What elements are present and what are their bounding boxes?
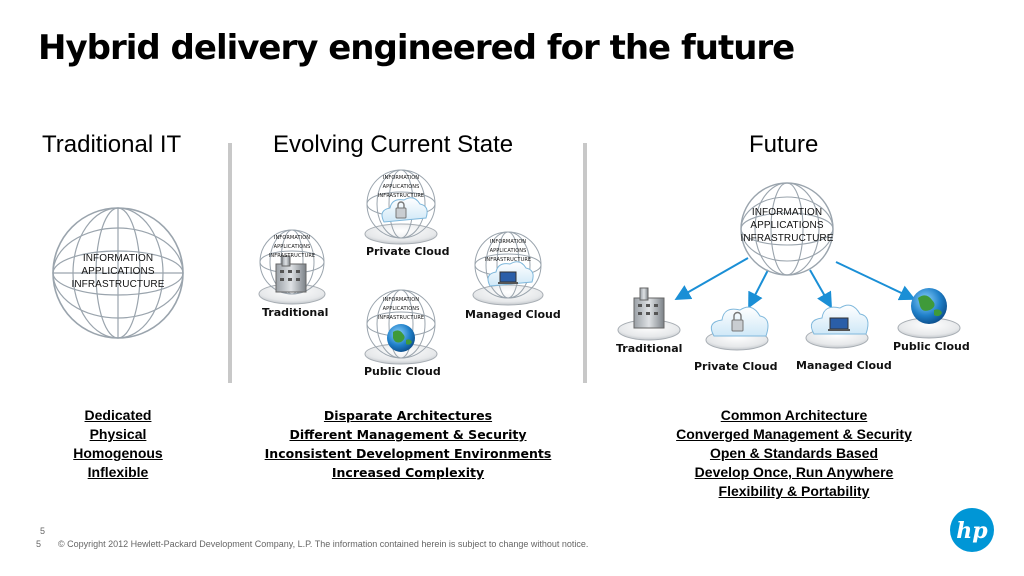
page-number-bottom: 5 bbox=[36, 539, 42, 549]
private-cloud-globe: INFORMATION APPLICATIONS INFRASTRUCTURE bbox=[362, 168, 440, 246]
private-cloud-icon bbox=[364, 169, 438, 245]
future-attributes-list: Common Architecture Converged Management… bbox=[634, 406, 954, 501]
building-icon bbox=[258, 229, 326, 305]
globe-line-infrastructure: INFRASTRUCTURE bbox=[377, 193, 425, 199]
public-cloud-globe: INFORMATION APPLICATIONS INFRASTRUCTURE bbox=[362, 288, 440, 366]
hp-logo-icon: hp bbox=[950, 508, 994, 552]
wireframe-globe-traditional: INFORMATION APPLICATIONS INFRASTRUCTURE bbox=[50, 205, 186, 341]
label-private-cloud: Private Cloud bbox=[366, 245, 450, 258]
heading-traditional-it: Traditional IT bbox=[42, 131, 182, 158]
globe-line-applications: APPLICATIONS bbox=[81, 266, 155, 277]
globe-icon bbox=[52, 207, 184, 339]
list-item[interactable]: Flexibility & Portability bbox=[718, 483, 870, 499]
list-item[interactable]: Disparate Architectures bbox=[323, 408, 493, 423]
managed-cloud-icon bbox=[472, 231, 544, 306]
page-title: Hybrid delivery engineered for the futur… bbox=[38, 28, 795, 68]
arrow-to-public-cloud bbox=[835, 261, 916, 301]
list-item[interactable]: Converged Management & Security bbox=[676, 426, 912, 442]
list-item[interactable]: Increased Complexity bbox=[331, 465, 485, 480]
divider-left bbox=[228, 143, 232, 383]
globe-line-information: INFORMATION bbox=[382, 175, 420, 181]
future-public-cloud-dish bbox=[896, 280, 962, 340]
future-private-cloud-dish bbox=[704, 294, 770, 352]
wireframe-globe-future: INFORMATION APPLICATIONS INFRASTRUCTURE bbox=[738, 180, 836, 278]
heading-evolving-current-state: Evolving Current State bbox=[273, 131, 514, 158]
list-item[interactable]: Inconsistent Development Environments bbox=[264, 446, 552, 461]
future-traditional-dish bbox=[616, 280, 682, 342]
future-label-private-cloud: Private Cloud bbox=[694, 360, 778, 373]
label-managed-cloud: Managed Cloud bbox=[465, 308, 561, 321]
list-item[interactable]: Open & Standards Based bbox=[709, 445, 879, 461]
globe-line-applications: APPLICATIONS bbox=[273, 244, 311, 250]
list-item[interactable]: Homogenous bbox=[73, 445, 163, 461]
globe-line-infrastructure: INFRASTRUCTURE bbox=[484, 257, 532, 263]
future-label-managed-cloud: Managed Cloud bbox=[796, 359, 892, 372]
earth-icon bbox=[897, 288, 961, 339]
globe-line-information: INFORMATION bbox=[273, 235, 311, 241]
future-label-traditional: Traditional bbox=[616, 342, 683, 355]
heading-future: Future bbox=[749, 131, 819, 158]
traditional-globe: INFORMATION APPLICATIONS INFRASTRUCTURE bbox=[256, 224, 328, 308]
building-icon bbox=[617, 287, 681, 341]
future-managed-cloud-dish bbox=[804, 292, 870, 350]
globe-line-infrastructure: INFRASTRUCTURE bbox=[71, 279, 165, 290]
arrow-to-managed-cloud bbox=[809, 269, 832, 309]
globe-icon bbox=[740, 182, 834, 276]
hp-logo-text: hp bbox=[956, 518, 988, 544]
globe-line-applications: APPLICATIONS bbox=[489, 248, 527, 254]
globe-line-applications: APPLICATIONS bbox=[382, 184, 420, 190]
globe-line-information: INFORMATION bbox=[751, 207, 823, 218]
copyright-notice: © Copyright 2012 Hewlett-Packard Develop… bbox=[58, 539, 589, 549]
distribution-arrows bbox=[674, 257, 916, 309]
arrow-to-private-cloud bbox=[748, 269, 769, 309]
list-item[interactable]: Physical bbox=[89, 426, 147, 442]
globe-line-information: INFORMATION bbox=[382, 297, 420, 303]
managed-cloud-icon bbox=[805, 304, 869, 349]
label-public-cloud: Public Cloud bbox=[364, 365, 441, 378]
evolving-attributes-list: Disparate Architectures Different Manage… bbox=[258, 406, 558, 482]
globe-line-applications: APPLICATIONS bbox=[750, 220, 824, 231]
list-item[interactable]: Dedicated bbox=[84, 407, 152, 423]
earth-icon bbox=[364, 289, 438, 365]
list-item[interactable]: Inflexible bbox=[87, 464, 149, 480]
globe-line-applications: APPLICATIONS bbox=[382, 306, 420, 312]
arrow-to-traditional bbox=[674, 257, 749, 300]
traditional-attributes-list: Dedicated Physical Homogenous Inflexible bbox=[18, 406, 218, 482]
future-label-public-cloud: Public Cloud bbox=[893, 340, 970, 353]
managed-cloud-globe: INFORMATION APPLICATIONS INFRASTRUCTURE bbox=[470, 230, 546, 308]
globe-line-infrastructure: INFRASTRUCTURE bbox=[377, 315, 425, 321]
label-traditional: Traditional bbox=[262, 306, 329, 319]
globe-line-information: INFORMATION bbox=[489, 239, 527, 245]
globe-line-infrastructure: INFRASTRUCTURE bbox=[268, 253, 316, 259]
private-cloud-icon bbox=[705, 306, 769, 351]
globe-line-infrastructure: INFRASTRUCTURE bbox=[740, 233, 834, 244]
divider-right bbox=[583, 143, 587, 383]
page-number-top: 5 bbox=[40, 526, 46, 536]
hp-logo: hp bbox=[949, 507, 995, 553]
list-item[interactable]: Develop Once, Run Anywhere bbox=[694, 464, 894, 480]
list-item[interactable]: Common Architecture bbox=[720, 407, 868, 423]
list-item[interactable]: Different Management & Security bbox=[289, 427, 527, 442]
globe-line-information: INFORMATION bbox=[82, 253, 154, 264]
